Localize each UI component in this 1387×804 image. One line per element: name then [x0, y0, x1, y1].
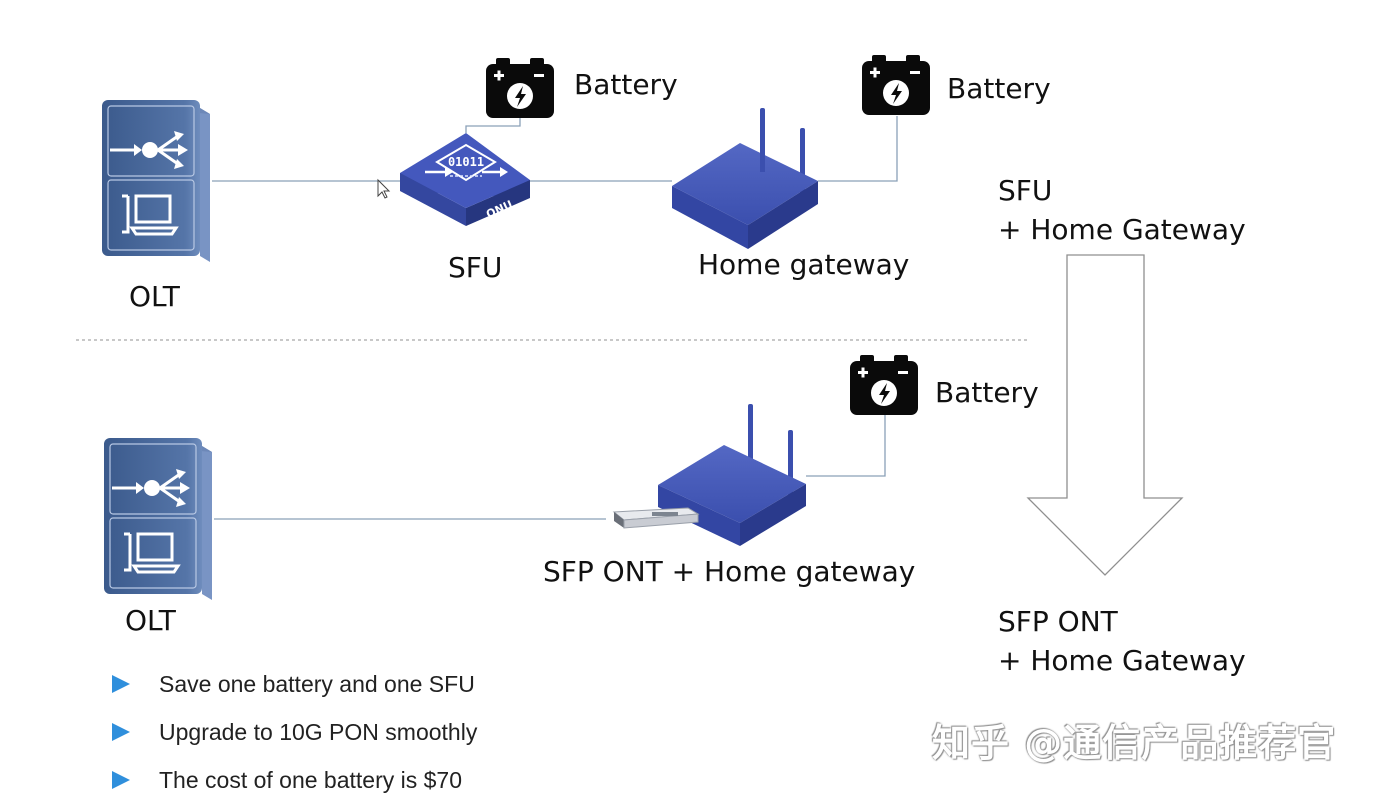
to-label-line1: SFP ONT [998, 605, 1118, 638]
bullet-text: The cost of one battery is $70 [159, 766, 463, 793]
home-gateway-router-icon [672, 108, 818, 249]
from-label-line1: SFU [998, 174, 1053, 207]
battery-icon-sfu [486, 58, 554, 118]
bullet-text: Save one battery and one SFU [159, 670, 475, 697]
triangle-bullet-icon [112, 675, 130, 693]
bullet-text: Upgrade to 10G PON smoothly [159, 718, 478, 745]
benefit-list: Save one battery and one SFU Upgrade to … [112, 660, 477, 804]
triangle-bullet-icon [112, 771, 130, 789]
olt-label-top: OLT [129, 280, 180, 313]
power-line-gateway [818, 116, 898, 182]
triangle-bullet-icon [112, 723, 130, 741]
down-arrow-icon [1026, 254, 1184, 576]
cursor-icon [377, 178, 391, 199]
sfp-module-icon [612, 507, 700, 529]
olt-label-bottom: OLT [125, 604, 176, 637]
list-item: Upgrade to 10G PON smoothly [112, 708, 477, 756]
onu-bits-label: 01011 [448, 155, 484, 169]
olt-device-icon [100, 98, 212, 264]
battery-label-sfu: Battery [574, 68, 678, 101]
battery-icon-gateway-top [862, 55, 930, 115]
home-gateway-label: Home gateway [698, 248, 910, 281]
sfu-label: SFU [448, 251, 503, 284]
from-label-line2: + Home Gateway [998, 213, 1246, 246]
sfp-ont-gateway-label: SFP ONT + Home gateway [543, 555, 916, 588]
battery-label-gateway-bottom: Battery [935, 376, 1039, 409]
list-item: The cost of one battery is $70 [112, 756, 477, 804]
onu-box-icon: 01011 ONU [400, 133, 530, 226]
power-line-bottom [806, 414, 886, 477]
battery-icon-gateway-bottom [850, 355, 918, 415]
battery-label-gateway-top: Battery [947, 72, 1051, 105]
to-label-line2: + Home Gateway [998, 644, 1246, 677]
olt-device-icon-bottom [102, 436, 214, 602]
list-item: Save one battery and one SFU [112, 660, 477, 708]
watermark: 知乎 @通信产品推荐官 [932, 721, 1337, 765]
sfp-home-gateway-icon [658, 404, 806, 546]
power-line-sfu [465, 118, 521, 133]
